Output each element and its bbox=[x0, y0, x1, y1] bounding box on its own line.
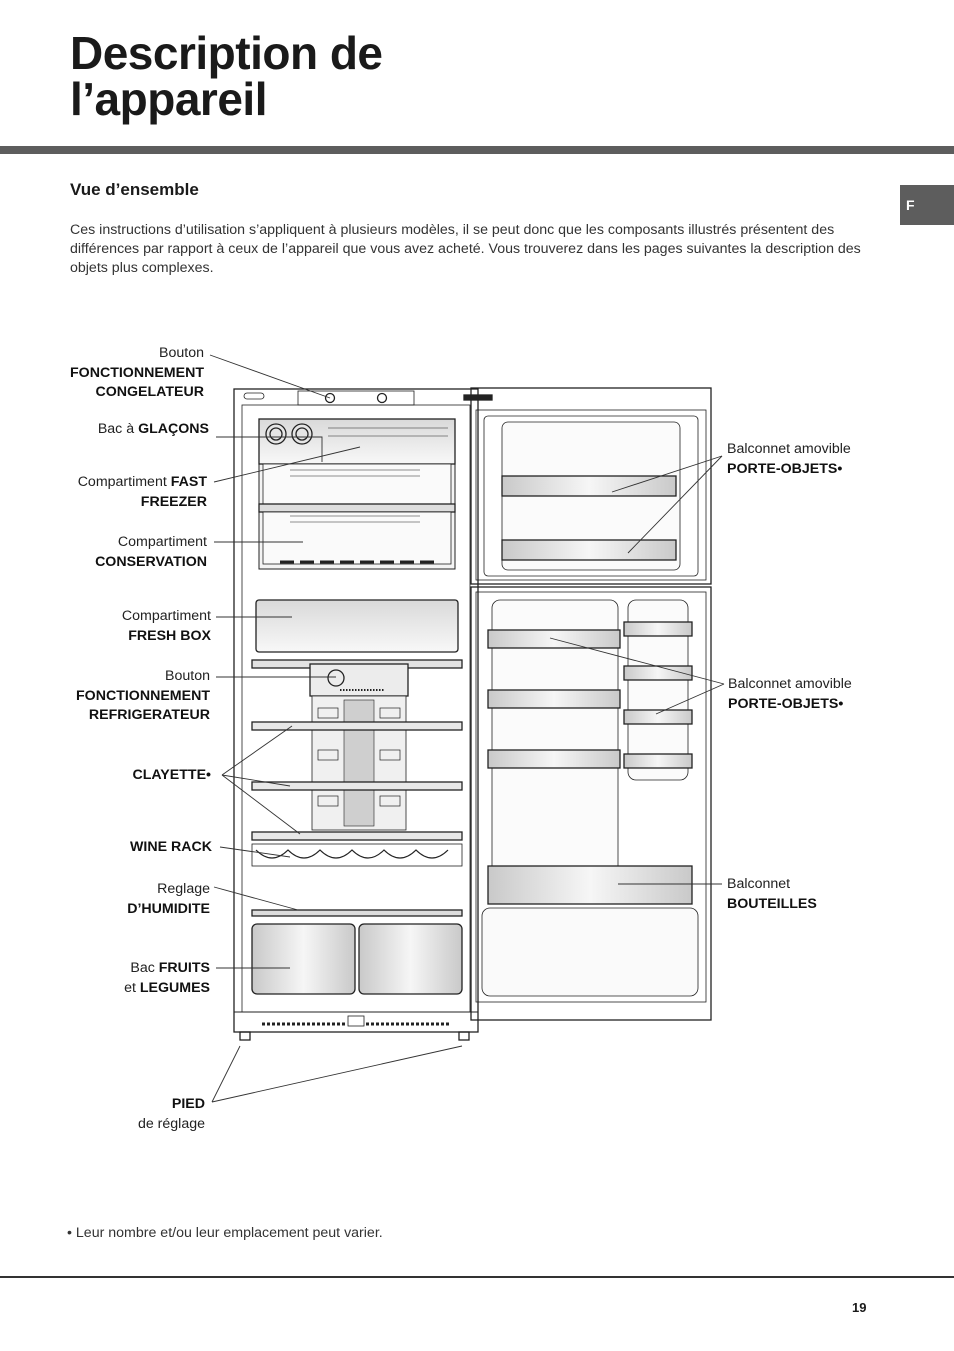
label-line: WINE RACK bbox=[130, 839, 212, 855]
footer-rule bbox=[0, 1276, 954, 1278]
label-line: PIED bbox=[171, 1096, 205, 1112]
shelf-3 bbox=[251, 831, 463, 841]
page-title: Description de l’appareil bbox=[70, 30, 383, 122]
label-line: Compartiment bbox=[117, 534, 207, 550]
page-number: 19 bbox=[852, 1300, 867, 1315]
label-line: de réglage bbox=[137, 1115, 205, 1132]
fridge-door bbox=[470, 586, 712, 1021]
bullet: • bbox=[67, 1225, 72, 1241]
label-balconnet-mid: Balconnet amovible PORTE-OBJETS• bbox=[728, 675, 852, 714]
label-humidite: Reglage D’HUMIDITE bbox=[127, 880, 210, 919]
label-line: CONSERVATION bbox=[95, 553, 207, 570]
label-line: REFRIGERATEUR bbox=[88, 707, 210, 723]
label-line: FREEZER bbox=[140, 493, 207, 510]
label-line: D’HUMIDITE bbox=[127, 900, 210, 917]
label-bouton-refrigerateur: Bouton FONCTIONNEMENT REFRIGERATEUR bbox=[76, 667, 210, 726]
label-line: PORTE-OBJETS• bbox=[728, 695, 844, 712]
label-line: FRUITS bbox=[158, 960, 210, 976]
label-line: FONCTIONNEMENT bbox=[70, 364, 204, 381]
label-line: Balconnet amovible bbox=[728, 676, 852, 692]
footnote-text: Leur nombre et/ou leur emplacement peut … bbox=[75, 1225, 383, 1241]
label-line: Bouton bbox=[159, 345, 204, 361]
label-line: FRESH BOX bbox=[128, 627, 211, 644]
label-wine-rack: WINE RACK bbox=[130, 838, 212, 858]
wine-rack bbox=[255, 849, 449, 859]
label-conservation: Compartiment CONSERVATION bbox=[95, 533, 207, 572]
section-title: Vue d’ensemble bbox=[70, 180, 199, 199]
label-line: Compartiment bbox=[77, 474, 171, 490]
crisper-left bbox=[251, 923, 356, 995]
ice-tray-icon bbox=[265, 423, 287, 445]
header-rule bbox=[0, 146, 954, 154]
label-bac-glacons: Bac à GLAÇONS bbox=[98, 420, 209, 440]
label-bouteilles: Balconnet BOUTEILLES bbox=[727, 875, 817, 914]
label-line: LEGUMES bbox=[139, 979, 210, 996]
label-line: Balconnet amovible bbox=[727, 441, 851, 457]
label-line: et bbox=[124, 979, 140, 996]
label-fresh-box: Compartiment FRESH BOX bbox=[122, 607, 211, 646]
label-pied: PIED de réglage bbox=[138, 1095, 205, 1134]
shelf-1 bbox=[251, 721, 463, 731]
freezer-door bbox=[470, 387, 712, 585]
label-fast-freezer: Compartiment FAST FREEZER bbox=[78, 473, 207, 512]
label-line: Bac bbox=[130, 960, 159, 976]
label-line: BOUTEILLES bbox=[727, 895, 817, 912]
title-line-2: l’appareil bbox=[70, 73, 267, 125]
intro-paragraph: Ces instructions d’utilisation s’appliqu… bbox=[70, 222, 861, 276]
label-line: FAST bbox=[170, 474, 207, 490]
label-line: CONGELATEUR bbox=[95, 384, 204, 400]
language-tab: F bbox=[900, 185, 954, 225]
label-line: Balconnet bbox=[727, 876, 791, 892]
crisper-right bbox=[358, 923, 463, 995]
label-line: Bac à bbox=[97, 421, 139, 437]
thermostat-knob-icon bbox=[324, 392, 336, 404]
label-clayette: CLAYETTE• bbox=[132, 766, 211, 786]
label-bouton-congelateur: Bouton FONCTIONNEMENT CONGELATEUR bbox=[70, 344, 204, 403]
label-line: Compartiment bbox=[121, 608, 211, 624]
label-fruits-legumes: Bac FRUITS et LEGUMES bbox=[124, 959, 210, 998]
label-line: FONCTIONNEMENT bbox=[76, 687, 210, 704]
label-line: Reglage bbox=[157, 881, 210, 897]
label-line: CLAYETTE• bbox=[132, 767, 211, 783]
label-line: Bouton bbox=[165, 668, 210, 684]
title-line-1: Description de bbox=[70, 27, 383, 79]
footnote: • Leur nombre et/ou leur emplacement peu… bbox=[67, 1225, 383, 1241]
label-line: PORTE-OBJETS• bbox=[727, 460, 843, 477]
label-line: GLAÇONS bbox=[138, 421, 209, 437]
label-balconnet-top: Balconnet amovible PORTE-OBJETS• bbox=[727, 440, 851, 479]
shelf-2 bbox=[251, 781, 463, 791]
